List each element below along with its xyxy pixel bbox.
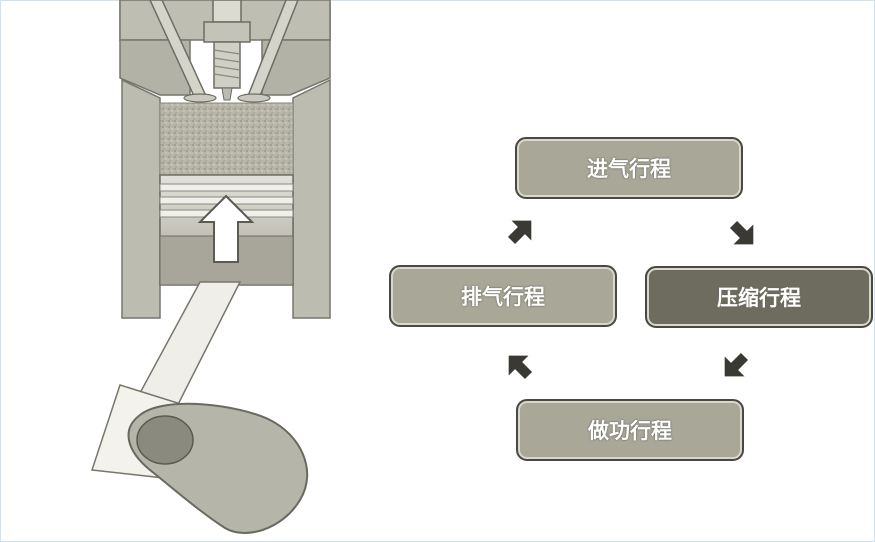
exhaust-valve (237, 0, 299, 103)
compression-stroke-box: 压缩行程 (645, 266, 873, 328)
intake-stroke-label: 进气行程 (587, 157, 671, 181)
power-stroke-label: 做功行程 (588, 419, 672, 443)
intake-stroke-box: 进气行程 (515, 137, 743, 199)
compression-stroke-label: 压缩行程 (717, 286, 801, 310)
piston-engine-illustration (90, 0, 331, 534)
spark-plug (203, 0, 251, 101)
exhaust-stroke-box: 排气行程 (389, 265, 617, 327)
arrow-up-right-icon (501, 210, 542, 251)
cylinder-walls (121, 78, 331, 319)
arrow-down-left-icon (714, 346, 755, 387)
intake-valve (149, 0, 217, 103)
crankshaft (90, 384, 309, 534)
arrow-down-right-icon (723, 214, 764, 255)
power-stroke-box: 做功行程 (516, 399, 744, 461)
compressed-mixture (159, 102, 294, 176)
piston-up-arrow-icon (197, 194, 255, 263)
arrow-up-left-icon (498, 345, 539, 386)
exhaust-stroke-label: 排气行程 (461, 285, 545, 309)
